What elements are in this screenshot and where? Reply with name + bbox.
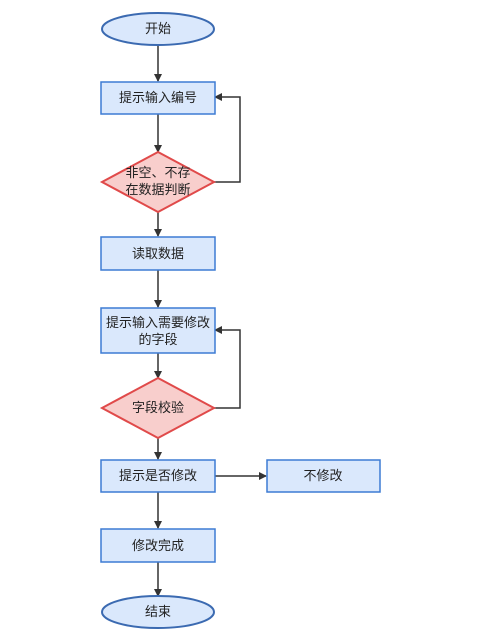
no-modify-label: 不修改: [303, 469, 342, 484]
prompt-id-shape: [100, 81, 216, 115]
end-node: 结束: [101, 595, 215, 629]
prompt-modify-node: 提示是否修改: [100, 459, 216, 493]
read-data-label: 读取数据: [132, 247, 184, 262]
field-check-decision: 字段校验: [99, 376, 217, 440]
read-data-node: 读取数据: [100, 236, 216, 271]
no-modify-node: 不修改: [266, 459, 381, 493]
check-id-shape: [99, 150, 217, 214]
prompt-id-node: 提示输入编号: [100, 81, 216, 115]
read-data-shape: [100, 236, 216, 271]
end-label: 结束: [145, 605, 171, 620]
start-node: 开始: [101, 12, 215, 46]
check-id-label-line2: 在数据判断: [125, 183, 190, 198]
check-id-label-line1: 非空、不存: [125, 166, 190, 181]
prompt-modify-shape: [100, 459, 216, 493]
arrow-field-check-loop-back: [214, 326, 241, 409]
modify-done-shape: [100, 528, 216, 563]
prompt-modify-label: 提示是否修改: [119, 468, 197, 484]
no-modify-shape: [266, 459, 381, 493]
field-check-label: 字段校验: [132, 400, 184, 416]
arrow-check-loop-back: [214, 93, 241, 183]
check-id-decision: 非空、不存 在数据判断: [99, 150, 217, 214]
connectors: [154, 45, 267, 597]
end-shape: [101, 595, 215, 629]
modify-done-node: 修改完成: [100, 528, 216, 563]
prompt-field-shape: [100, 307, 216, 354]
prompt-field-label-line1: 提示输入需要修改: [106, 315, 210, 331]
field-check-shape: [99, 376, 217, 440]
prompt-field-label-line2: 的字段: [138, 332, 177, 348]
modify-done-label: 修改完成: [132, 539, 184, 554]
prompt-field-node: 提示输入需要修改 的字段: [100, 307, 216, 354]
start-label: 开始: [145, 22, 171, 37]
prompt-id-label: 提示输入编号: [119, 90, 197, 106]
start-shape: [101, 12, 215, 46]
